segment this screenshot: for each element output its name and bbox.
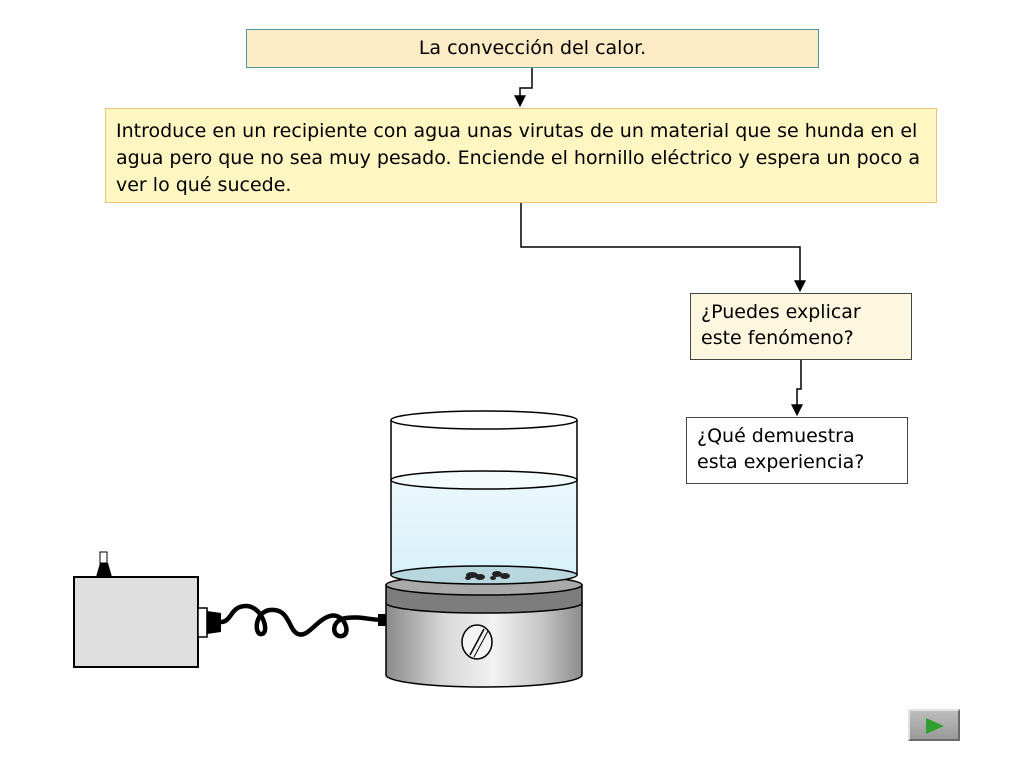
shavings bbox=[465, 571, 510, 580]
page-title: La convección del calor. bbox=[418, 37, 647, 59]
question-1-box: ¿Puedes explicar este fenómeno? bbox=[690, 293, 912, 360]
question-2-box: ¿Qué demuestra esta experiencia? bbox=[686, 417, 908, 484]
title-box: La convección del calor. bbox=[246, 29, 819, 68]
connector-instructions-to-question-1 bbox=[520, 203, 806, 293]
play-triangle-icon bbox=[926, 718, 944, 734]
question-2-text: ¿Qué demuestra esta experiencia? bbox=[697, 425, 865, 473]
connector-question-1-to-question-2 bbox=[791, 360, 803, 417]
instructions-text: Introduce en un recipiente con agua unas… bbox=[116, 120, 921, 196]
question-1-text: ¿Puedes explicar este fenómeno? bbox=[701, 301, 861, 349]
connector-title-to-instructions bbox=[514, 68, 533, 108]
instructions-box: Introduce en un recipiente con agua unas… bbox=[105, 108, 937, 203]
power-supply bbox=[73, 551, 221, 668]
electric-heater bbox=[385, 574, 583, 688]
next-button[interactable] bbox=[908, 709, 960, 741]
power-cable bbox=[220, 603, 385, 639]
water-beaker bbox=[390, 410, 578, 585]
